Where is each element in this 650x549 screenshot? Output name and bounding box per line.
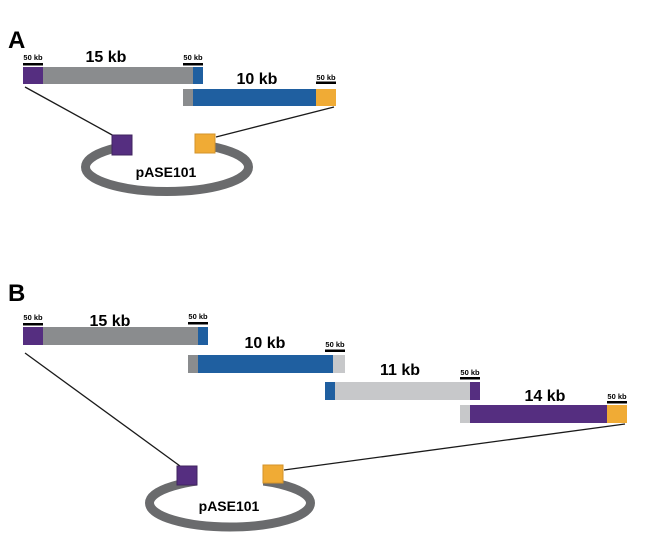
- scale-marker-label: 50 kb: [23, 53, 43, 62]
- plasmid-name-label: pASE101: [136, 164, 197, 180]
- fragment-segment-purple: [470, 382, 480, 400]
- fragment-segment-gray: [43, 327, 198, 345]
- plasmid-arm-square-purple: [111, 134, 133, 156]
- scale-marker-50kb: 50 kb: [607, 392, 627, 404]
- fragment-size-label: 10 kb: [237, 71, 278, 88]
- fragment-segment-blue: [193, 67, 203, 84]
- panel-a: A 15 kb 10 kb 50 kb 50 kb 50 kb pASE101: [8, 27, 336, 196]
- fragment-segment-gray: [43, 67, 193, 84]
- fragment-segment-blue: [193, 89, 316, 106]
- scale-marker-label: 50 kb: [183, 53, 203, 62]
- plasmid-ring-gap: [132, 126, 195, 153]
- scale-marker-bar: [607, 401, 627, 404]
- fragment-10kb: 10 kb: [188, 335, 345, 373]
- fragment-size-label: 15 kb: [86, 49, 127, 66]
- scale-marker-50kb: 50 kb: [188, 312, 208, 325]
- scale-marker-label: 50 kb: [23, 313, 43, 322]
- fragment-segment-purple: [23, 67, 43, 84]
- scale-marker-bar: [325, 349, 345, 352]
- plasmid-ring-gap: [197, 458, 263, 488]
- plasmid-arm-square-purple: [176, 465, 198, 486]
- fragment-11kb: 11 kb: [325, 362, 480, 400]
- fragment-segment-blue: [198, 327, 208, 345]
- scale-marker-label: 50 kb: [460, 368, 480, 377]
- panel-label-b: B: [8, 280, 25, 307]
- plasmid-arm-square-yellow: [194, 133, 216, 154]
- plasmid-name-label: pASE101: [199, 498, 260, 514]
- scale-marker-50kb: 50 kb: [183, 53, 203, 66]
- scale-marker-bar: [23, 63, 43, 66]
- fragment-segment-silver: [333, 355, 345, 373]
- fragment-segment-yellow: [316, 89, 336, 106]
- fragment-segment-purple: [23, 327, 43, 345]
- fragment-segment-gray: [183, 89, 193, 106]
- scale-marker-label: 50 kb: [188, 312, 208, 321]
- scale-marker-bar: [460, 377, 480, 380]
- panel-label-a: A: [8, 27, 25, 54]
- scale-marker-50kb: 50 kb: [23, 313, 43, 326]
- fragment-size-label: 14 kb: [525, 388, 566, 405]
- scale-marker-50kb: 50 kb: [460, 368, 480, 380]
- fragment-segment-silver: [460, 405, 470, 423]
- scale-marker-label: 50 kb: [607, 392, 627, 401]
- scale-marker-bar: [316, 81, 336, 84]
- fragment-segment-blue: [198, 355, 333, 373]
- connector-line: [24, 352, 181, 467]
- scale-marker-label: 50 kb: [316, 73, 336, 82]
- fragment-size-label: 10 kb: [245, 335, 286, 352]
- connector-line: [24, 86, 115, 137]
- fragment-segment-gray: [188, 355, 198, 373]
- fragment-segment-blue: [325, 382, 335, 400]
- panel-b: B 15 kb 10 kb 11 kb 14 kb 50 kb 50 kb 50 kb 50 k…: [8, 280, 627, 532]
- scale-marker-bar: [23, 323, 43, 326]
- connector-line: [215, 106, 335, 138]
- fragment-14kb: 14 kb: [460, 388, 627, 423]
- scale-marker-label: 50 kb: [325, 340, 345, 349]
- fragment-15kb: 15 kb: [23, 313, 208, 345]
- scale-marker-50kb: 50 kb: [325, 340, 345, 352]
- fragment-size-label: 15 kb: [90, 313, 131, 330]
- fragment-size-label: 11 kb: [380, 362, 420, 379]
- fragment-15kb: 15 kb: [23, 49, 203, 84]
- fragment-segment-silver: [335, 382, 470, 400]
- connector-line: [283, 423, 626, 471]
- scale-marker-bar: [188, 322, 208, 325]
- plasmid-arm-square-yellow: [262, 464, 284, 484]
- scale-marker-bar: [183, 63, 203, 66]
- fragment-10kb: 10 kb: [183, 71, 336, 106]
- scale-marker-50kb: 50 kb: [23, 53, 43, 66]
- fragment-segment-yellow: [607, 405, 627, 423]
- scale-marker-50kb: 50 kb: [316, 73, 336, 84]
- fragment-segment-purple: [470, 405, 607, 423]
